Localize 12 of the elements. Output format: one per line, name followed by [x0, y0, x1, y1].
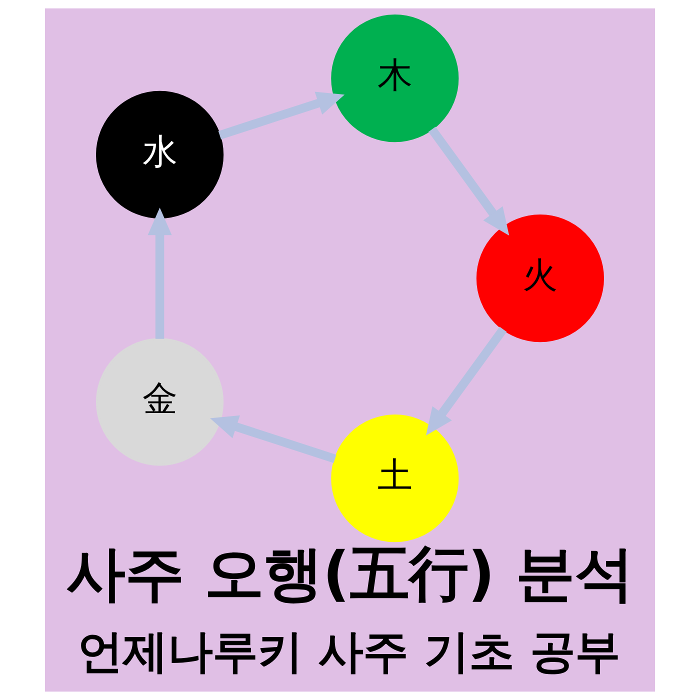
- caption: 언제나루키 사주 기초 공부: [77, 624, 620, 678]
- arrow: [428, 126, 510, 236]
- arrow: [218, 92, 345, 140]
- diagram-title: 사주 오행(五行) 분석: [66, 540, 634, 610]
- node-circle: 金: [96, 338, 224, 466]
- node-circle: 木: [331, 14, 459, 142]
- arrow: [210, 415, 336, 464]
- node-circle: 水: [96, 90, 224, 218]
- node-circle: 火: [476, 214, 604, 342]
- node-circle: 土: [331, 414, 459, 542]
- arrow: [426, 326, 507, 436]
- arrow: [148, 208, 172, 339]
